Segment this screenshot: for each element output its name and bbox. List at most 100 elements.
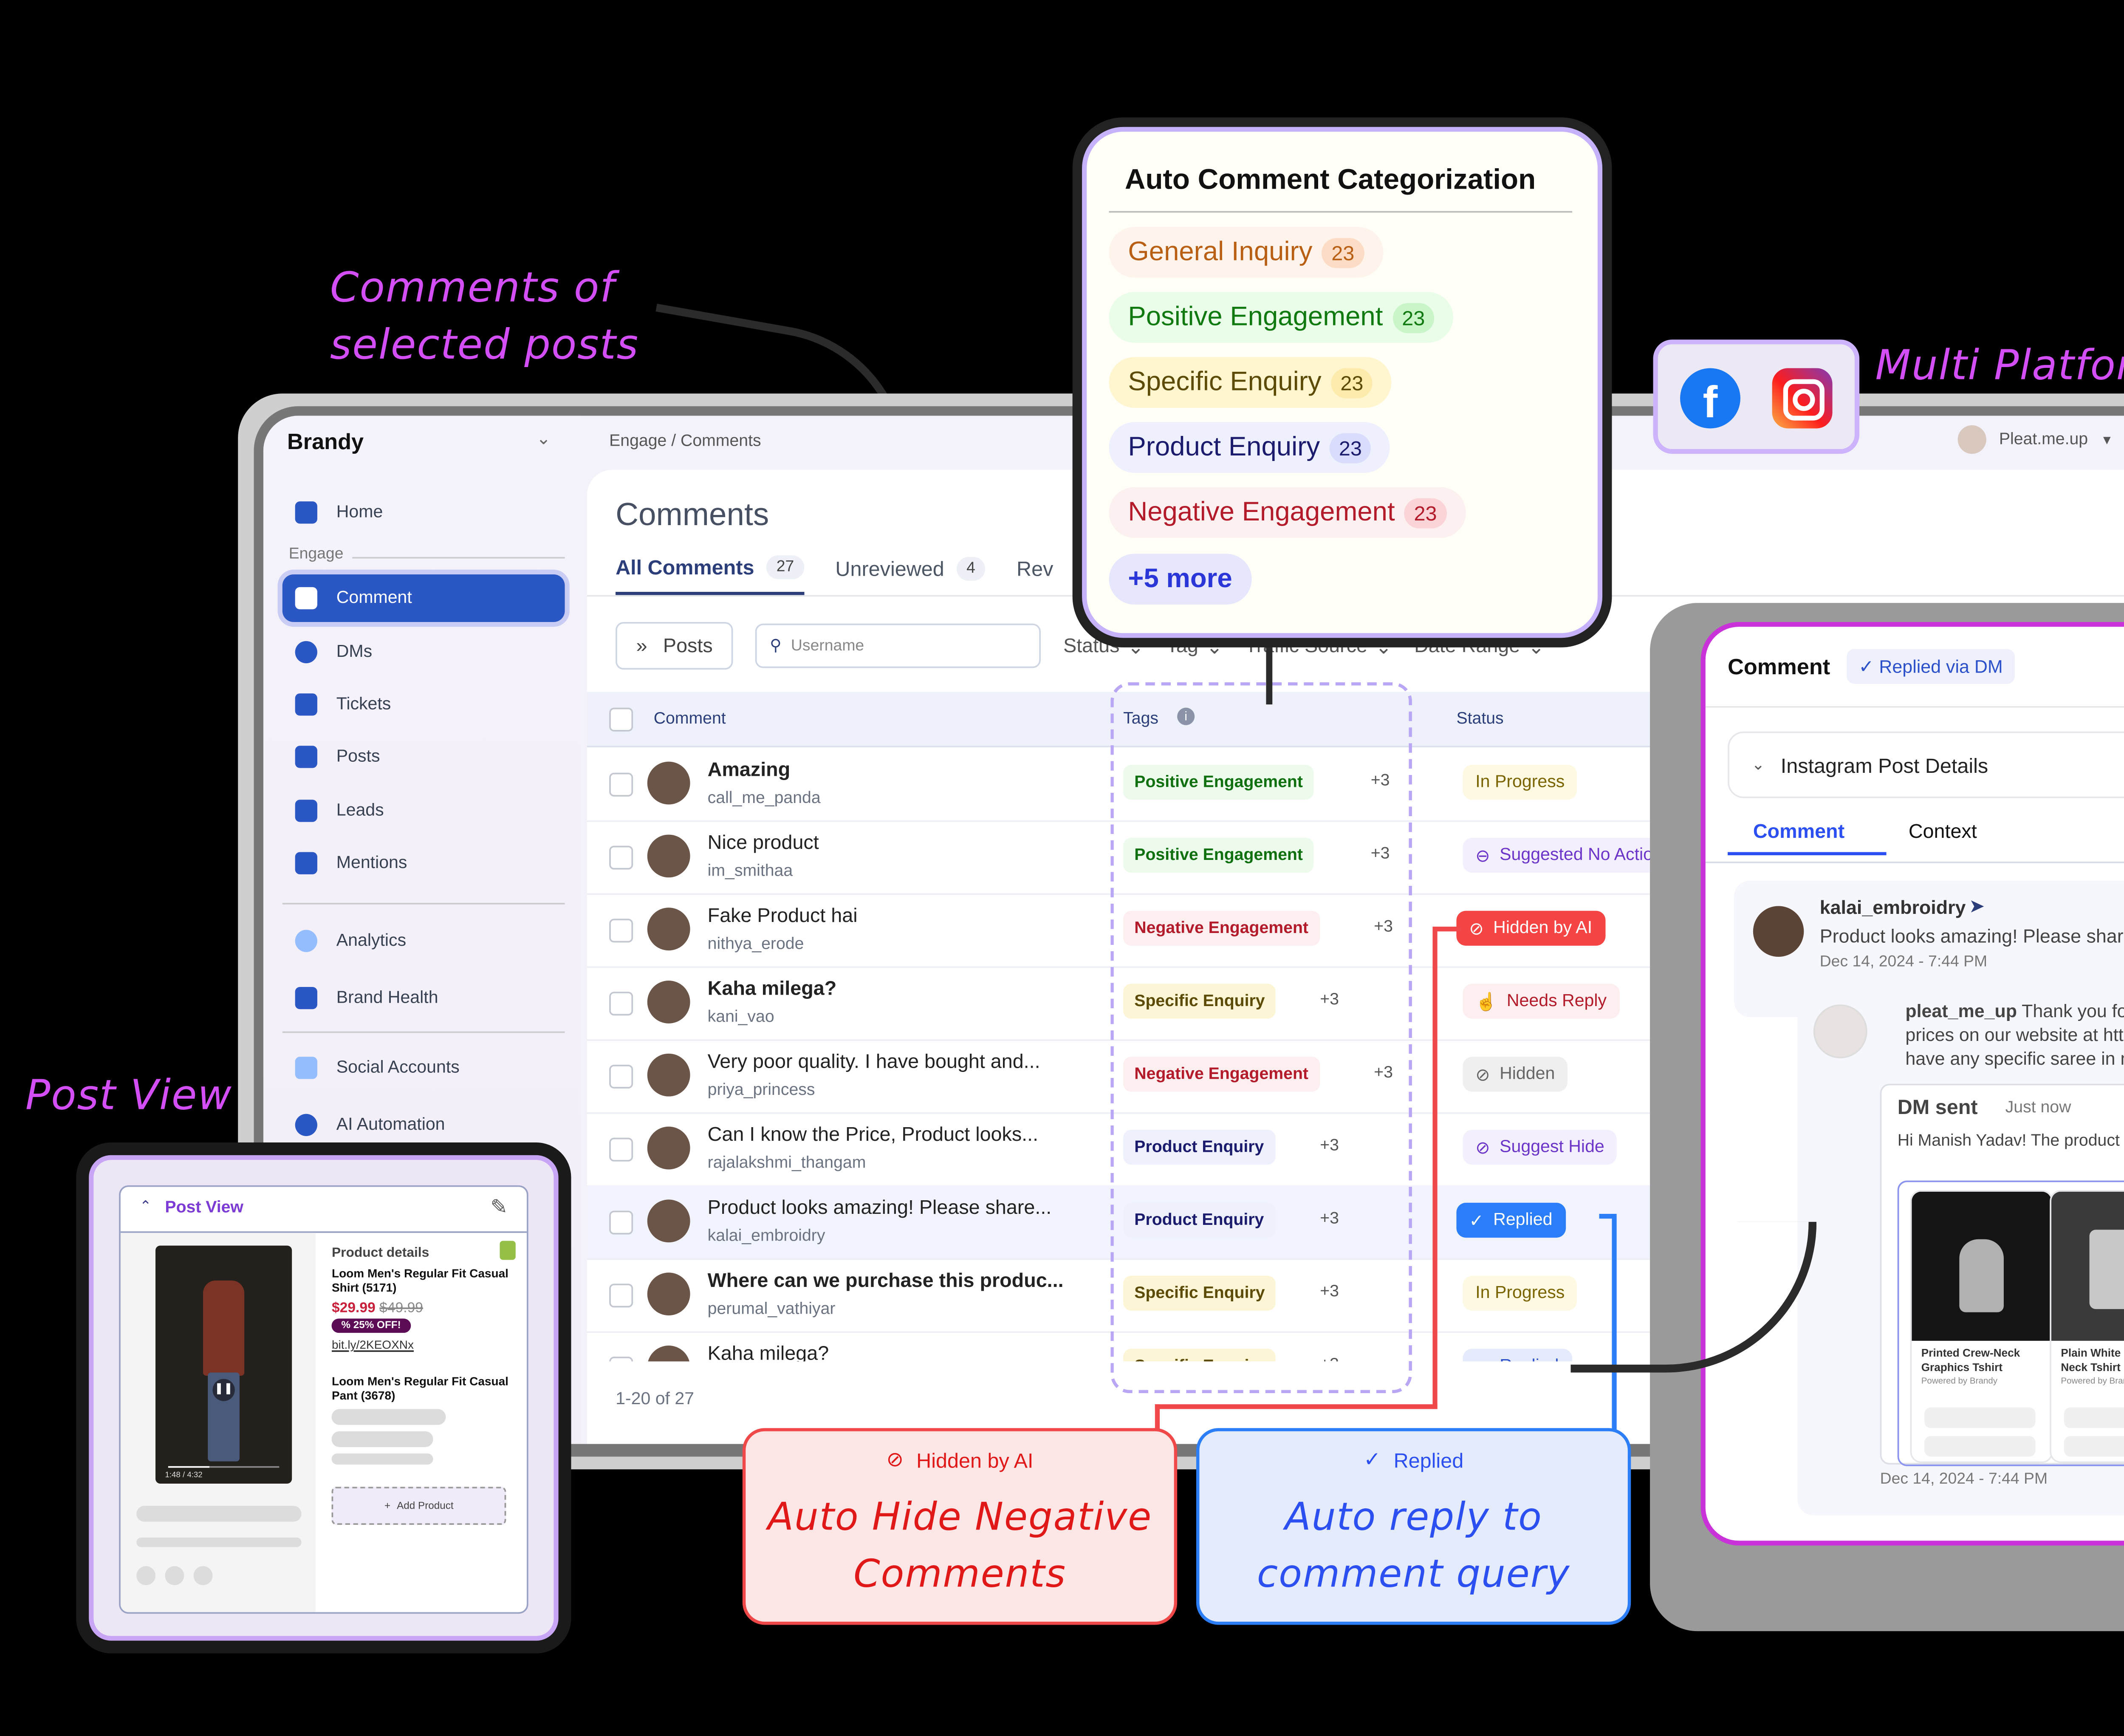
more-tags-count[interactable]: +3: [1320, 1282, 1339, 1301]
status-badge[interactable]: ⊖Suggested No Action: [1463, 837, 1675, 873]
more-tags-count[interactable]: +3: [1370, 844, 1390, 863]
status-dropdown[interactable]: Status⌄: [1063, 634, 1144, 658]
row-checkbox[interactable]: [609, 919, 633, 943]
category-count: 23: [1331, 367, 1373, 398]
page-title: Comments: [616, 498, 769, 533]
sidebar-item-home[interactable]: Home: [282, 489, 565, 536]
column-status[interactable]: Status: [1456, 709, 1504, 729]
caret-down-icon[interactable]: ▼: [2101, 432, 2113, 447]
tag-badge[interactable]: Positive Engagement: [1123, 765, 1314, 800]
tag-badge[interactable]: Product Enquiry: [1123, 1202, 1275, 1238]
row-checkbox[interactable]: [609, 1357, 633, 1362]
tab-reviewed[interactable]: Rev: [1017, 555, 1053, 595]
add-product-button[interactable]: +Add Product: [331, 1487, 506, 1525]
tag-badge[interactable]: Specific Enquiry: [1123, 1349, 1276, 1362]
row-checkbox[interactable]: [609, 1284, 633, 1308]
sidebar-item-ai-automation[interactable]: AI Automation: [282, 1101, 565, 1149]
row-checkbox[interactable]: [609, 772, 633, 797]
more-tags-count[interactable]: +3: [1374, 1063, 1393, 1083]
column-tags[interactable]: Tags: [1123, 709, 1159, 729]
account-name[interactable]: Pleat.me.up: [1999, 430, 2088, 449]
search-input[interactable]: ⚲Username: [755, 623, 1041, 668]
sidebar-item-comment[interactable]: Comment: [282, 574, 565, 622]
status-badge[interactable]: ☝Needs Reply: [1463, 984, 1619, 1019]
sidebar-item-tickets[interactable]: Tickets: [282, 681, 565, 728]
chevron-up-icon[interactable]: ⌃: [139, 1198, 152, 1214]
tab-context[interactable]: Context: [1908, 820, 1977, 843]
tab-comment[interactable]: Comment: [1753, 820, 1845, 843]
row-checkbox[interactable]: [609, 1064, 633, 1089]
table-row[interactable]: Kaha milega?Specific Enquiry+3✓Replied: [587, 1331, 2124, 1362]
more-tags-count[interactable]: +3: [1370, 771, 1390, 790]
video-progress[interactable]: [168, 1466, 280, 1468]
status-label: In Progress: [1475, 772, 1565, 792]
traffic-source-dropdown[interactable]: Traffic Source⌄: [1245, 634, 1392, 658]
more-tags-count[interactable]: +3: [1320, 1355, 1339, 1361]
comment-username: rajalakshmi_thangam: [707, 1154, 866, 1173]
info-icon[interactable]: i: [1177, 707, 1195, 725]
sidebar-item-social-accounts[interactable]: Social Accounts: [282, 1044, 565, 1091]
more-tags-count[interactable]: +3: [1320, 1136, 1339, 1155]
row-checkbox[interactable]: [609, 845, 633, 870]
posts-button[interactable]: »Posts: [616, 622, 734, 670]
status-badge[interactable]: ⊘Suggest Hide: [1463, 1130, 1617, 1165]
sidebar-item-mentions[interactable]: Mentions: [282, 840, 565, 887]
sidebar-item-posts[interactable]: Posts: [282, 733, 565, 780]
tag-badge[interactable]: Positive Engagement: [1123, 837, 1314, 873]
row-checkbox[interactable]: [609, 1210, 633, 1235]
date-range-dropdown[interactable]: Date Range⌄: [1414, 634, 1545, 658]
product-link[interactable]: bit.ly/2KEOXNx: [331, 1337, 414, 1352]
tag-dropdown[interactable]: Tag⌄: [1167, 634, 1223, 658]
select-all-checkbox[interactable]: [609, 707, 633, 732]
status-badge[interactable]: ✓Replied: [1456, 1202, 1565, 1238]
chevron-down-icon[interactable]: ⌄: [536, 430, 551, 449]
video-player[interactable]: ❚❚ 1:48 / 4:32: [155, 1245, 292, 1484]
more-tags-count[interactable]: +3: [1320, 990, 1339, 1009]
status-badge[interactable]: ⊘Hidden by AI: [1456, 910, 1605, 946]
column-comment[interactable]: Comment: [653, 709, 726, 729]
table-row[interactable]: Very poor quality. I have bought and...p…: [587, 1039, 2124, 1114]
tag-badge[interactable]: Specific Enquiry: [1123, 1275, 1276, 1311]
product-card[interactable]: Plain White Round-Neck Tshirt Powered by…: [2050, 1190, 2124, 1463]
product-card[interactable]: Printed Crew-Neck Graphics Tshirt Powere…: [1910, 1190, 2053, 1463]
sidebar-item-brand-health[interactable]: Brand Health: [282, 974, 565, 1022]
sidebar-item-analytics[interactable]: Analytics: [282, 917, 565, 965]
tag-badge[interactable]: Specific Enquiry: [1123, 984, 1276, 1019]
more-tags-count[interactable]: +3: [1320, 1209, 1339, 1228]
skeleton: [2064, 1436, 2124, 1457]
sidebar-item-leads[interactable]: Leads: [282, 787, 565, 834]
pencil-icon[interactable]: ✎: [490, 1195, 508, 1219]
tag-badge[interactable]: Negative Engagement: [1123, 910, 1320, 946]
sidebar-item-label: AI Automation: [336, 1115, 445, 1135]
facebook-icon[interactable]: f: [1680, 368, 1740, 429]
skeleton: [136, 1537, 302, 1547]
instagram-post-details-accordion[interactable]: ⌄ Instagram Post Details: [1728, 731, 2124, 798]
instagram-icon[interactable]: [1772, 368, 1833, 429]
more-tags-count[interactable]: +3: [1374, 917, 1393, 936]
row-checkbox[interactable]: [609, 992, 633, 1016]
tag-badge[interactable]: Negative Engagement: [1123, 1057, 1320, 1092]
account-avatar[interactable]: [1957, 425, 1986, 454]
row-checkbox[interactable]: [609, 1137, 633, 1162]
status-badge[interactable]: In Progress: [1463, 765, 1578, 800]
chevron-down-icon: ⌄: [1528, 635, 1545, 658]
tag-badge[interactable]: Product Enquiry: [1123, 1130, 1275, 1165]
table-row[interactable]: Where can we purchase this produc...peru…: [587, 1258, 2124, 1333]
status-badge[interactable]: In Progress: [1463, 1275, 1578, 1311]
status-badge[interactable]: ✓Replied: [1463, 1349, 1572, 1362]
sidebar-item-dms[interactable]: DMs: [282, 628, 565, 676]
pause-icon[interactable]: ❚❚: [212, 1379, 235, 1401]
status-badge[interactable]: ⊘Hidden: [1463, 1057, 1568, 1092]
more-categories-button[interactable]: +5 more: [1109, 554, 1251, 605]
